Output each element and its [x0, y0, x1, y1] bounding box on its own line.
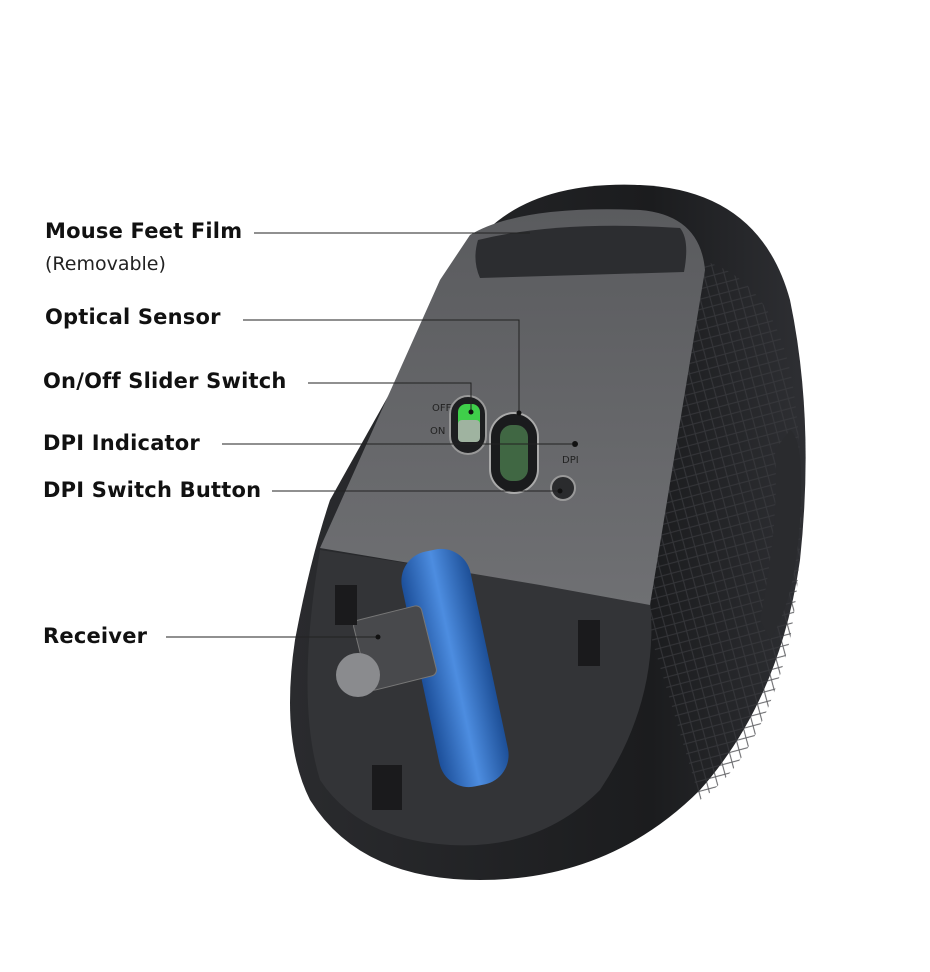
grip-texture — [640, 260, 802, 800]
leader-lines — [166, 232, 573, 638]
marking-on: ON — [430, 426, 446, 437]
label-dpi-switch-button: DPI Switch Button — [43, 478, 262, 502]
dpi-switch-button — [550, 475, 576, 501]
feet-film — [475, 225, 687, 278]
label-optical-sensor: Optical Sensor — [45, 305, 221, 329]
side-buttons — [760, 430, 802, 640]
label-mouse-feet-film: Mouse Feet Film — [45, 219, 243, 243]
base-plate — [320, 209, 705, 605]
label-receiver: Receiver — [43, 624, 148, 648]
marking-dpi: DPI — [562, 455, 579, 466]
label-dpi-indicator: DPI Indicator — [43, 431, 200, 455]
label-on-off-switch: On/Off Slider Switch — [43, 369, 287, 393]
receiver-tray — [401, 548, 509, 788]
label-removable-note: (Removable) — [45, 253, 166, 275]
marking-off: OFF — [432, 403, 452, 414]
dpi-indicator-led — [572, 441, 578, 447]
